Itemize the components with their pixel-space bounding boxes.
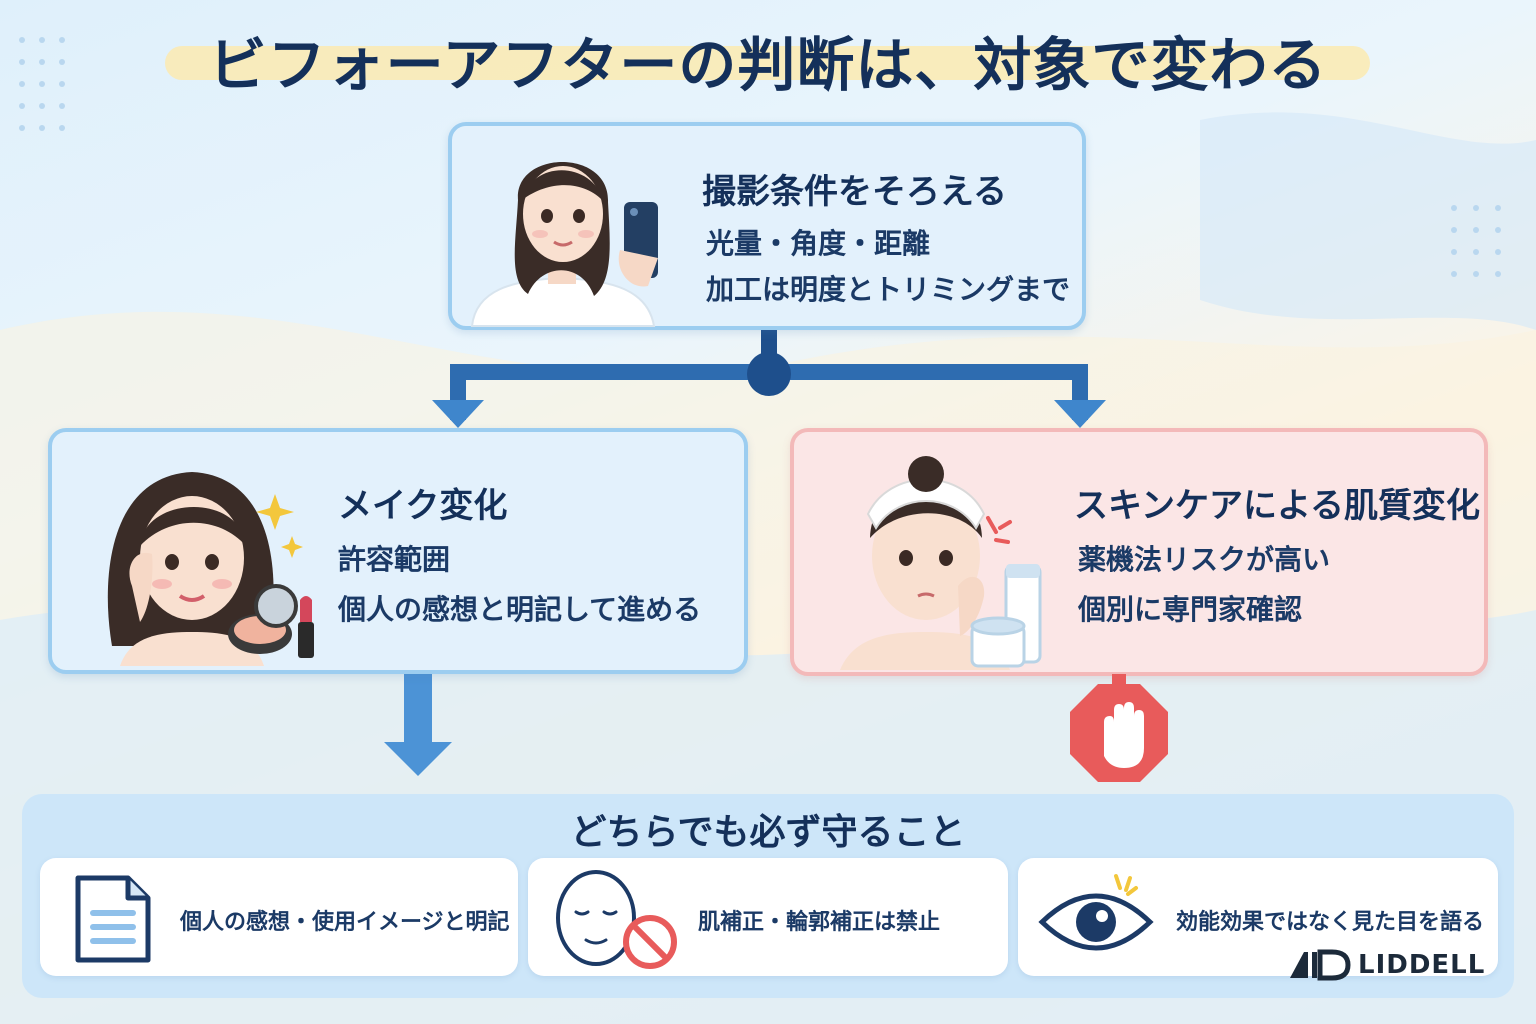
right-card-heading: スキンケアによる肌質変化 [1074, 486, 1480, 526]
page-title: ビフォーアフターの判断は、対象で変わる [208, 31, 1328, 99]
right-card-line1: 薬機法リスクが高い [1078, 543, 1331, 576]
top-card-line2: 加工は明度とトリミングまで [706, 273, 1071, 306]
title-highlight [165, 46, 1370, 80]
common-rules-heading: どちらでも必ず守ること [570, 812, 966, 853]
liddell-logo-text: LIDDELL [1358, 950, 1486, 980]
woman-skincare-illustration [840, 456, 1042, 670]
left-card-line1: 許容範囲 [338, 543, 451, 576]
right-card-line2: 個別に専門家確認 [1078, 593, 1303, 626]
eye-icon [1038, 874, 1154, 951]
left-card-heading: メイク変化 [338, 486, 508, 526]
title-container: ビフォーアフターの判断は、対象で変わる [0, 22, 1536, 112]
stop-hand-icon [1070, 674, 1168, 782]
woman-makeup-illustration [107, 472, 314, 666]
rule-text-appearance: 効能効果ではなく見た目を語る [1176, 910, 1485, 935]
rule-text-personal-opinion: 個人の感想・使用イメージと明記 [180, 910, 510, 935]
document-icon [75, 875, 151, 963]
top-card-heading: 撮影条件をそろえる [702, 172, 1007, 212]
top-card-line1: 光量・角度・距離 [706, 227, 931, 260]
left-card-line2: 個人の感想と明記して進める [338, 593, 702, 626]
liddell-logo-mark [1290, 949, 1351, 981]
woman-with-phone-illustration [470, 162, 658, 327]
face-prohibited-icon [556, 870, 677, 969]
rule-text-no-retouch: 肌補正・輪郭補正は禁止 [698, 910, 941, 935]
